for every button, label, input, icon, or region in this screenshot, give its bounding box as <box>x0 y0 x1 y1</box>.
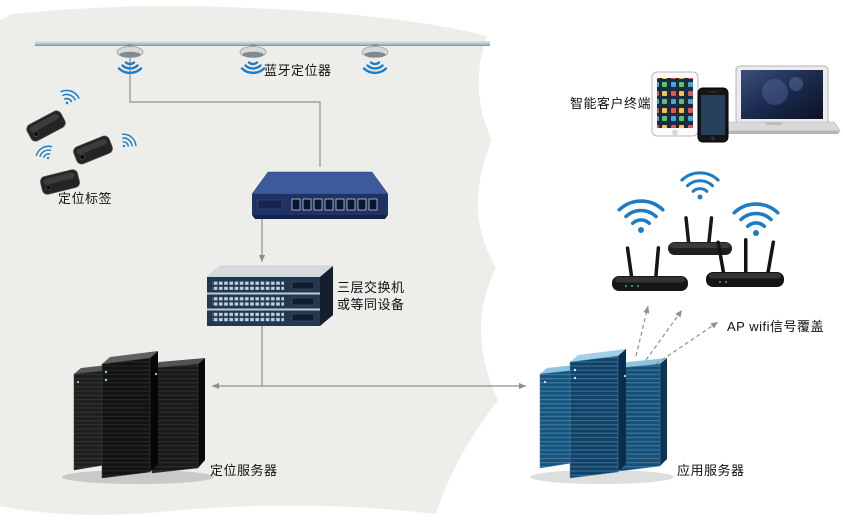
dashed-arrow-3 <box>655 321 719 365</box>
ap-signal-1 <box>617 199 665 235</box>
ap-router-3 <box>706 238 784 287</box>
label-ap-wifi-coverage: AP wifi信号覆盖 <box>727 319 824 334</box>
ceiling-rail <box>35 41 490 46</box>
app-server-rack <box>530 349 674 484</box>
dashed-arrow-1 <box>635 305 650 357</box>
phone-device <box>697 87 729 143</box>
label-location-server: 定位服务器 <box>210 463 278 478</box>
ap-signal-2 <box>680 171 720 201</box>
tablet-device <box>651 71 699 137</box>
label-l3-switch: 三层交换机 或等同设备 <box>337 279 405 313</box>
ap-router-1 <box>612 246 688 291</box>
label-location-tag: 定位标签 <box>58 191 113 206</box>
dashed-arrow-2 <box>645 309 683 361</box>
label-l3-switch-line1: 三层交换机 <box>337 280 405 295</box>
layer3-switch-stack <box>206 265 334 326</box>
network-switch <box>251 171 389 219</box>
label-l3-switch-line2: 或等同设备 <box>337 297 405 312</box>
location-server-rack <box>62 351 214 484</box>
label-bluetooth-locator: 蓝牙定位器 <box>264 63 332 78</box>
ap-router-2 <box>668 216 732 255</box>
dashed-links <box>635 305 719 365</box>
connector-ceiling-to-switch <box>129 56 321 167</box>
label-smart-client: 智能客户终端 <box>570 96 652 111</box>
label-app-server: 应用服务器 <box>677 463 745 478</box>
laptop-device <box>707 65 841 134</box>
ap-signal-3 <box>732 202 780 238</box>
connectors <box>129 56 526 390</box>
